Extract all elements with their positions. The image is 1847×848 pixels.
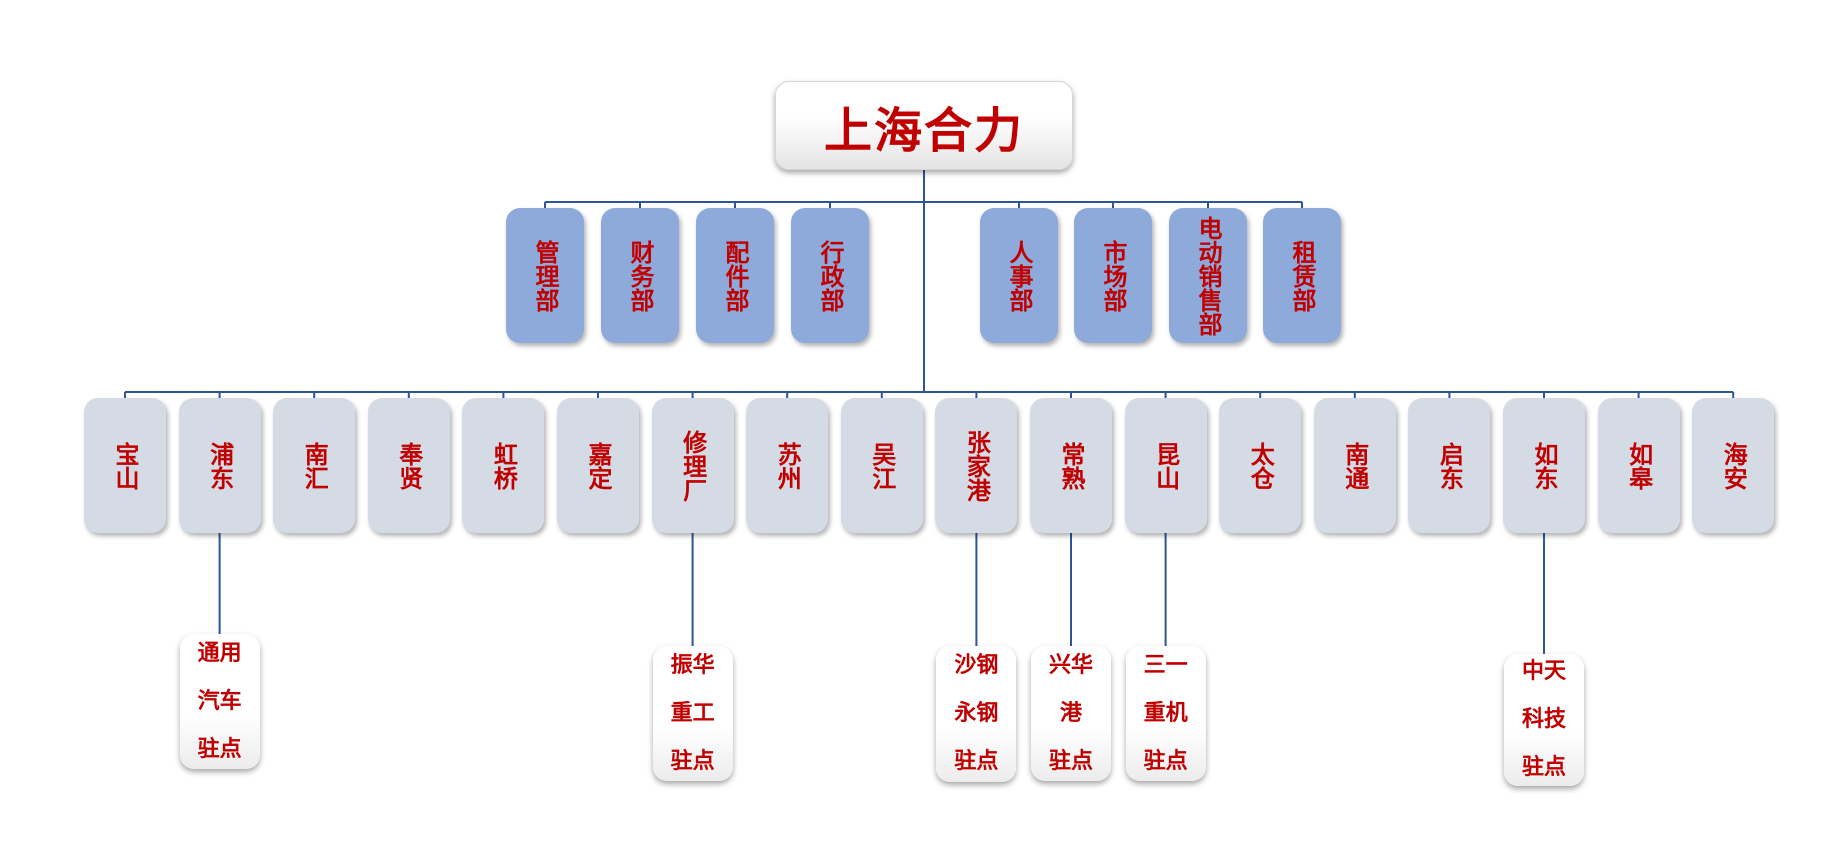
branch-node-label: 昆山 xyxy=(1151,441,1180,490)
department-node: 配件部 xyxy=(696,208,774,343)
branch-node-label: 太仓 xyxy=(1246,441,1275,490)
branch-node-label: 吴江 xyxy=(867,441,896,490)
branch-node: 吴江 xyxy=(840,398,923,533)
branch-node-label: 嘉定 xyxy=(584,441,612,490)
department-node: 行政部 xyxy=(791,208,869,343)
branch-node: 常熟 xyxy=(1030,398,1112,533)
branch-node-label: 虹桥 xyxy=(489,441,518,490)
branch-node: 如东 xyxy=(1503,398,1585,533)
department-node: 租赁部 xyxy=(1263,208,1341,343)
station-node: 中天 科技 驻点 xyxy=(1504,654,1584,786)
branch-node-label: 如皋 xyxy=(1624,441,1653,490)
branch-node: 南通 xyxy=(1313,398,1396,533)
branch-node-label: 宝山 xyxy=(111,441,139,490)
branch-node: 奉贤 xyxy=(367,398,450,533)
station-node: 三一 重机 驻点 xyxy=(1125,646,1206,781)
branch-node-label: 苏州 xyxy=(773,441,802,490)
branch-node: 虹桥 xyxy=(462,398,545,533)
branch-node-label: 修理厂 xyxy=(678,429,707,502)
branch-node: 苏州 xyxy=(746,398,829,533)
station-node: 兴华 港 驻点 xyxy=(1031,646,1111,781)
branch-node: 嘉定 xyxy=(557,398,639,533)
root-label: 上海合力 xyxy=(823,102,1024,159)
department-node: 电动销售部 xyxy=(1169,208,1247,343)
branch-node-label: 常熟 xyxy=(1057,441,1085,490)
station-node: 振华 重工 驻点 xyxy=(652,646,733,781)
department-node-label: 市场部 xyxy=(1099,239,1127,312)
station-node-label: 沙钢 永钢 驻点 xyxy=(954,653,999,774)
station-node-label: 三一 重机 驻点 xyxy=(1143,652,1188,774)
department-node: 人事部 xyxy=(980,208,1058,343)
branch-node: 南汇 xyxy=(273,398,356,533)
branch-node: 启东 xyxy=(1408,398,1491,533)
department-node-label: 行政部 xyxy=(816,239,844,312)
root-node: 上海合力 xyxy=(775,81,1073,170)
station-node: 通用 汽车 驻点 xyxy=(179,634,260,769)
branch-node-label: 启东 xyxy=(1435,441,1464,490)
branch-node: 修理厂 xyxy=(651,398,734,533)
department-node-label: 租赁部 xyxy=(1288,239,1316,312)
station-node: 沙钢 永钢 驻点 xyxy=(936,646,1017,782)
branch-node: 太仓 xyxy=(1219,398,1302,533)
department-node-label: 配件部 xyxy=(721,239,749,312)
branch-node: 海安 xyxy=(1692,398,1775,533)
branch-node: 宝山 xyxy=(84,398,166,533)
department-node-label: 电动销售部 xyxy=(1194,215,1222,336)
branch-node: 张家港 xyxy=(935,398,1018,533)
branch-node-label: 海安 xyxy=(1719,441,1748,490)
department-node-label: 人事部 xyxy=(1005,239,1033,312)
station-node-label: 中天 科技 驻点 xyxy=(1521,659,1566,780)
branch-node-label: 奉贤 xyxy=(394,441,423,490)
branch-node-label: 如东 xyxy=(1530,441,1558,490)
branch-node-label: 张家港 xyxy=(962,429,991,502)
department-node: 管理部 xyxy=(506,208,584,343)
station-node-label: 通用 汽车 驻点 xyxy=(197,640,242,762)
department-node: 财务部 xyxy=(601,208,679,343)
station-node-label: 兴华 港 驻点 xyxy=(1048,652,1093,774)
branch-node-label: 南通 xyxy=(1340,441,1369,490)
department-node: 市场部 xyxy=(1074,208,1152,343)
branch-node-label: 南汇 xyxy=(300,441,329,490)
branch-node: 如皋 xyxy=(1597,398,1680,533)
department-node-label: 管理部 xyxy=(531,239,559,312)
station-node-label: 振华 重工 驻点 xyxy=(670,652,715,774)
branch-node: 浦东 xyxy=(178,398,261,533)
branch-node-label: 浦东 xyxy=(205,441,234,490)
department-node-label: 财务部 xyxy=(626,239,654,312)
branch-node: 昆山 xyxy=(1124,398,1207,533)
